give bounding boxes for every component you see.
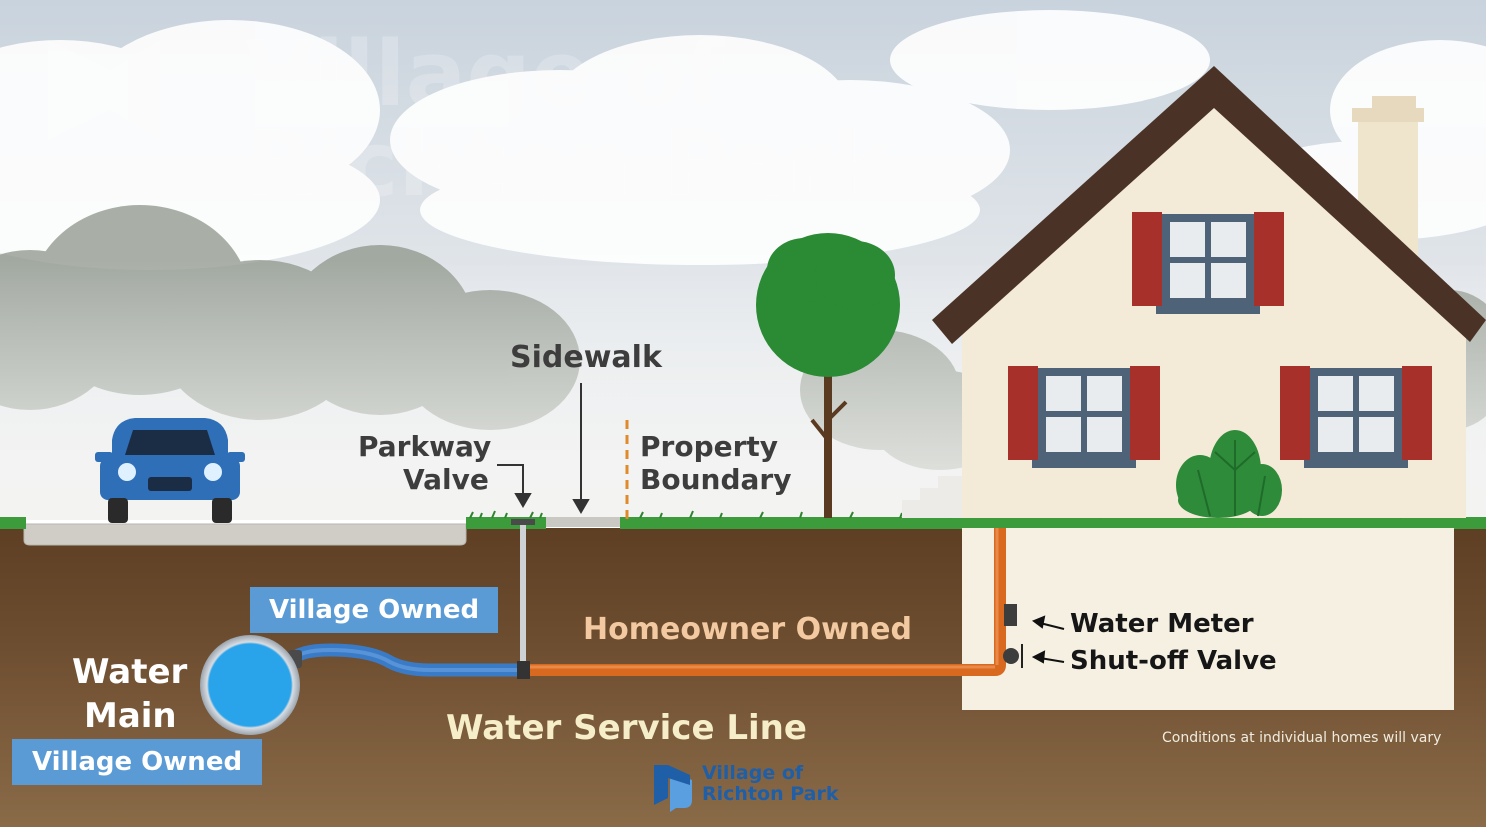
water-meter-device bbox=[1004, 604, 1017, 626]
parkway-valve-label-line2: Valve bbox=[403, 463, 489, 496]
homeowner-owned-label: Homeowner Owned bbox=[583, 612, 912, 647]
property-boundary-label-line1: Property bbox=[640, 430, 778, 463]
shutoff-valve-device bbox=[1003, 648, 1019, 664]
parkway-valve-label-line1: Parkway bbox=[358, 430, 491, 463]
property-boundary-label-line2: Boundary bbox=[640, 463, 791, 496]
sidewalk-label: Sidewalk bbox=[510, 340, 662, 375]
sidewalk-slab bbox=[546, 517, 620, 527]
water-service-line-label: Water Service Line bbox=[446, 708, 807, 748]
water-main-label-line2: Main bbox=[84, 696, 177, 736]
water-main-label-line1: Water bbox=[72, 652, 187, 692]
water-main-pipe bbox=[200, 635, 300, 735]
conditions-note: Conditions at individual homes will vary bbox=[1162, 730, 1441, 746]
watermark-text-2: Richton Park bbox=[245, 112, 893, 217]
village-owned-service-badge: Village Owned bbox=[250, 587, 498, 633]
village-owned-main-badge: Village Owned bbox=[12, 739, 262, 785]
road bbox=[24, 524, 466, 545]
village-logo-line2: Richton Park bbox=[702, 784, 838, 805]
water-meter-label: Water Meter bbox=[1070, 609, 1254, 639]
shutoff-valve-label: Shut-off Valve bbox=[1070, 646, 1277, 676]
village-logo-line1: Village of bbox=[702, 763, 803, 784]
